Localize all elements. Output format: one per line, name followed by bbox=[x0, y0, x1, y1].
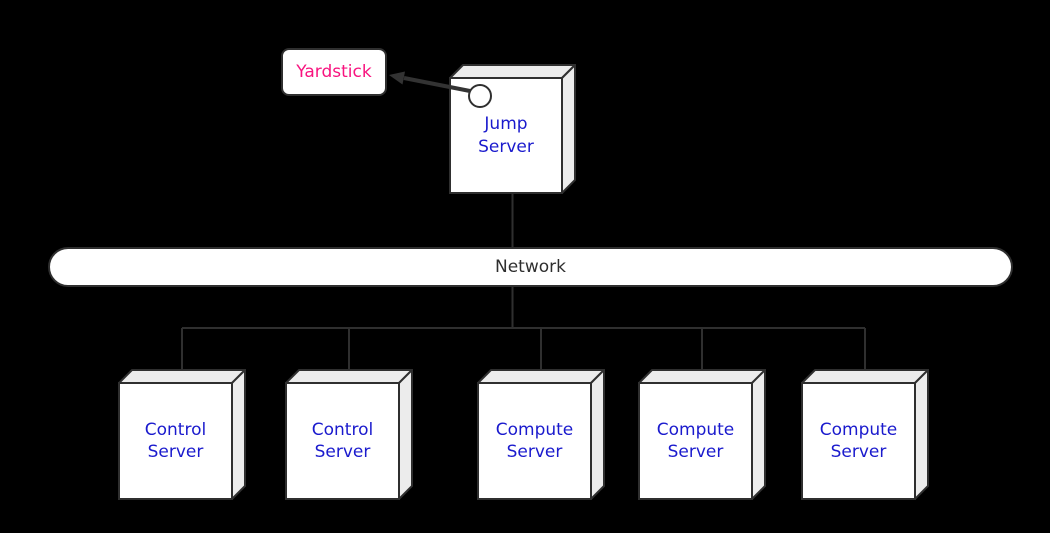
node-right-face bbox=[398, 369, 413, 500]
node-right-face bbox=[590, 369, 605, 500]
server-shape bbox=[477, 369, 605, 500]
server-node-compute-2: Compute Server bbox=[638, 369, 766, 500]
server-node-control-1: Control Server bbox=[118, 369, 246, 500]
node-top-face bbox=[638, 369, 766, 384]
jump-server-label: Jump Server bbox=[478, 114, 534, 157]
jump-server-node: Jump Server bbox=[449, 64, 576, 194]
node-right-face bbox=[561, 64, 576, 194]
server-label: Control Server bbox=[311, 419, 374, 462]
node-top-face bbox=[285, 369, 413, 384]
server-label: Compute Server bbox=[495, 419, 574, 462]
yardstick-label: Yardstick bbox=[296, 62, 372, 82]
node-top-face bbox=[118, 369, 246, 384]
network-bus-node: Network bbox=[48, 247, 1013, 287]
node-front-face bbox=[801, 382, 916, 500]
node-top-face bbox=[801, 369, 929, 384]
arrowhead-icon bbox=[389, 71, 405, 85]
server-shape bbox=[285, 369, 413, 500]
server-node-control-2: Control Server bbox=[285, 369, 413, 500]
server-label: Control Server bbox=[144, 419, 207, 462]
interface-port-icon bbox=[468, 84, 492, 108]
node-front-face bbox=[118, 382, 233, 500]
node-front-face bbox=[638, 382, 753, 500]
node-top-face bbox=[449, 64, 576, 79]
node-top-face bbox=[477, 369, 605, 384]
server-label: Compute Server bbox=[656, 419, 735, 462]
server-node-compute-1: Compute Server bbox=[477, 369, 605, 500]
jump-server-shape bbox=[449, 64, 576, 194]
node-right-face bbox=[751, 369, 766, 500]
server-shape bbox=[118, 369, 246, 500]
node-right-face bbox=[914, 369, 929, 500]
network-label: Network bbox=[495, 257, 566, 277]
server-label: Compute Server bbox=[819, 419, 898, 462]
node-front-face bbox=[477, 382, 592, 500]
server-node-compute-3: Compute Server bbox=[801, 369, 929, 500]
server-shape bbox=[638, 369, 766, 500]
node-right-face bbox=[231, 369, 246, 500]
node-front-face bbox=[285, 382, 400, 500]
yardstick-box: Yardstick bbox=[281, 48, 387, 96]
server-shape bbox=[801, 369, 929, 500]
